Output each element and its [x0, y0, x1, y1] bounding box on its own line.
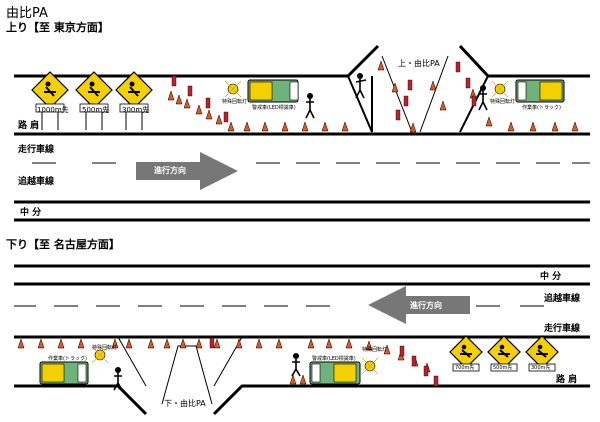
up-work-truck-label: 作業車(トラック): [522, 105, 561, 111]
up-flagman-1: [305, 93, 315, 119]
up-led-truck-label: 警戒車(LED標識車): [252, 105, 296, 111]
up-rotating-light-1: [224, 80, 242, 98]
up-red-boards: [171, 61, 477, 123]
down-section-title: 下り【至 名古屋方面】: [6, 238, 120, 251]
down-sign-label-3: 300m先: [531, 365, 551, 371]
up-pa-inner-left: [347, 75, 373, 133]
up-rotating-light-2: [491, 80, 509, 98]
down-led-truck: [309, 361, 361, 385]
down-driving-lane-label: 走行車線: [544, 324, 581, 334]
page-title: 由比PA: [6, 6, 48, 21]
down-road-bottom-edge: [14, 384, 590, 416]
down-light-label-1: 特殊回転灯: [92, 345, 118, 351]
down-flagman-1: [113, 367, 123, 391]
up-shoulder-label: 路 肩: [18, 121, 40, 131]
up-light-label-2: 特殊回転灯: [490, 99, 516, 105]
up-sign-label-3: 300m先: [122, 106, 150, 114]
down-led-truck-label: 警戒車(LED標識車): [312, 356, 356, 362]
up-median-label: 中 分: [20, 208, 42, 218]
down-light-label-2: 特殊回転灯: [362, 347, 388, 353]
up-flagman-2: [355, 73, 367, 99]
up-light-label-1: 特殊回転灯: [222, 99, 248, 105]
up-direction-arrow: [136, 152, 238, 190]
down-work-truck: [39, 361, 89, 385]
down-passing-lane-label: 追越車線: [544, 294, 581, 304]
up-cones: [167, 60, 579, 133]
up-driving-lane-label: 走行車線: [18, 145, 55, 155]
down-direction-arrow: [368, 286, 470, 324]
up-passing-lane-label: 追越車線: [18, 177, 55, 187]
up-section-title: 上り【至 東京方面】: [6, 21, 109, 34]
down-warning-signs: [449, 335, 559, 372]
down-sign-label-2: 500m先: [493, 365, 513, 371]
down-median-label: 中 分: [540, 272, 562, 282]
down-rotating-light-2: [361, 357, 379, 375]
down-sign-label-1: 700m先: [455, 365, 475, 371]
up-pa-island: [381, 55, 449, 133]
down-rotating-light-1: [91, 346, 109, 364]
up-work-truck: [515, 79, 565, 103]
down-work-truck-label: 作業車(トラック): [48, 356, 87, 362]
down-shoulder-label: 路 肩: [556, 375, 578, 385]
down-pa-inner: [117, 336, 243, 405]
down-flagman-2: [291, 353, 301, 377]
up-led-truck: [247, 79, 299, 103]
up-sign-label-1: 1000m先: [37, 106, 69, 114]
up-direction-label: 進行方向: [154, 166, 186, 175]
down-pa-label: 下・由比PA: [164, 399, 206, 408]
up-flagman-3: [478, 85, 488, 111]
down-red-boards: [209, 337, 439, 387]
up-pa-label: 上・由比PA: [398, 59, 440, 68]
down-direction-label: 進行方向: [410, 301, 442, 310]
up-warning-signs: [31, 71, 153, 130]
up-sign-label-2: 500m先: [82, 106, 110, 114]
up-road-top-edge: [14, 44, 590, 78]
